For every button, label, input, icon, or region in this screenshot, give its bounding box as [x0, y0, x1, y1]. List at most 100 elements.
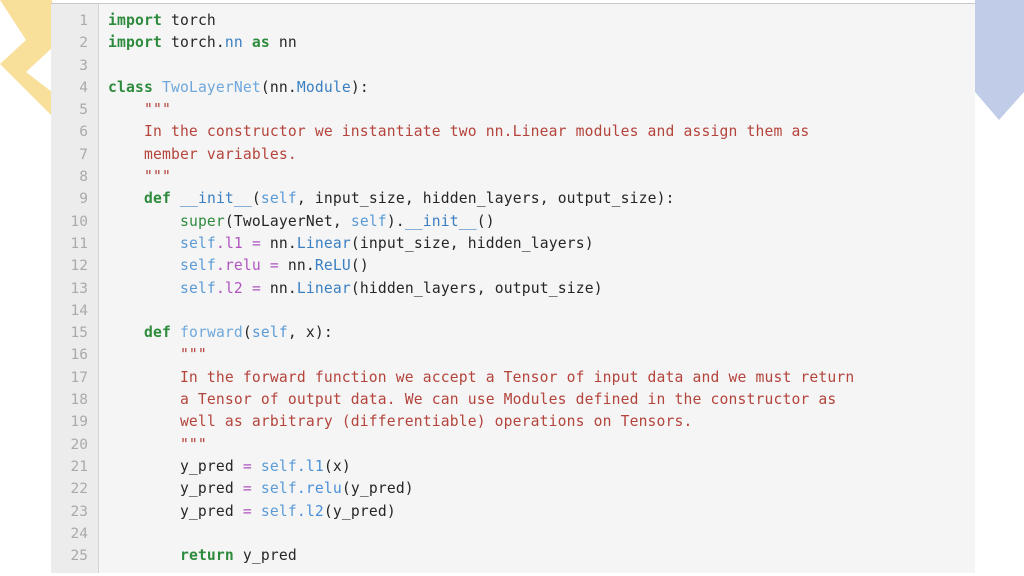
line-number: 6	[79, 124, 88, 141]
code-token-plain	[108, 324, 144, 341]
code-token-kw: def	[143, 190, 171, 208]
code-token-attr: .	[215, 279, 225, 297]
code-token-plain: ()	[350, 257, 369, 275]
code-token-plain: (input_size, hidden_layers)	[350, 234, 594, 252]
code-token-plain	[243, 280, 252, 297]
line-number: 2	[79, 35, 88, 52]
code-token-plain: nn	[269, 34, 297, 52]
code-line: self.l1 = nn.Linear(input_size, hidden_l…	[108, 233, 975, 255]
code-token-plain	[108, 280, 180, 297]
code-line: y_pred = self.relu(y_pred)	[108, 478, 975, 500]
code-token-attr: .	[215, 257, 225, 275]
code-line: """	[108, 434, 975, 456]
line-number: 24	[70, 525, 88, 542]
line-number: 12	[70, 258, 88, 275]
code-token-op: =	[242, 480, 252, 498]
code-token-plain: (x)	[323, 457, 351, 475]
code-token-op: =	[251, 279, 261, 297]
code-token-plain: (	[251, 190, 261, 208]
code-token-type: ReLU	[314, 257, 351, 275]
code-token-plain	[108, 235, 180, 252]
code-token-plain: y_pred	[233, 547, 297, 565]
code-token-dunder: __init__	[179, 190, 252, 208]
code-line: def __init__(self, input_size, hidden_la…	[108, 188, 975, 210]
line-number: 10	[70, 213, 88, 230]
code-token-plain: (	[242, 324, 252, 342]
code-token-str: """	[108, 435, 207, 453]
yellow-chevron-icon	[0, 0, 52, 116]
code-line	[108, 300, 975, 322]
code-token-type: Module	[296, 78, 351, 96]
code-token-plain: (nn.	[260, 78, 297, 96]
code-token-plain: y_pred	[108, 457, 243, 475]
code-token-ns: nn	[224, 34, 243, 52]
code-token-str: """	[108, 168, 171, 186]
code-token-str: """	[108, 101, 171, 119]
code-token-class: forward	[179, 324, 243, 342]
code-line: member variables.	[108, 144, 975, 166]
code-token-meth: .	[296, 457, 306, 475]
line-number: 8	[79, 169, 88, 186]
line-number: 23	[70, 503, 88, 520]
code-token-plain: nn.	[278, 257, 315, 275]
code-token-plain: nn.	[260, 279, 297, 297]
code-token-meth: .	[296, 480, 306, 498]
code-token-plain: ).	[386, 212, 405, 230]
code-token-self: self	[179, 279, 216, 297]
code-line	[108, 55, 975, 77]
code-token-kw: import	[108, 34, 162, 52]
code-token-op: =	[251, 234, 261, 252]
code-token-plain	[108, 257, 180, 274]
code-token-self: self	[260, 190, 297, 208]
code-token-plain: torch	[161, 12, 216, 29]
code-token-self: self	[179, 257, 216, 275]
code-token-plain	[153, 79, 162, 96]
code-token-builtin: super	[179, 212, 225, 230]
code-line: class TwoLayerNet(nn.Module):	[108, 77, 975, 99]
code-token-plain	[108, 213, 180, 230]
line-number: 7	[79, 146, 88, 163]
code-token-self: self	[350, 212, 387, 230]
code-token-op: =	[242, 502, 252, 520]
code-line: return y_pred	[108, 545, 975, 567]
code-line: well as arbitrary (differentiable) opera…	[108, 411, 975, 433]
line-number: 5	[79, 102, 88, 119]
code-token-kw: def	[143, 324, 171, 342]
line-number: 25	[70, 548, 88, 565]
code-line: """	[108, 99, 975, 121]
code-token-plain	[108, 547, 180, 564]
code-token-meth: .	[296, 502, 306, 520]
code-token-str: a Tensor of output data. We can use Modu…	[108, 391, 837, 409]
code-token-dunder: __init__	[404, 212, 477, 230]
code-token-plain: (TwoLayerNet,	[224, 212, 351, 230]
line-number: 20	[70, 436, 88, 453]
code-token-plain	[243, 34, 252, 51]
code-token-plain: ):	[350, 78, 369, 96]
code-token-op: =	[269, 257, 279, 275]
code-token-class: TwoLayerNet	[161, 78, 261, 96]
code-line: In the forward function we accept a Tens…	[108, 367, 975, 389]
code-token-type: Linear	[296, 234, 351, 252]
line-number: 15	[70, 325, 88, 342]
code-token-self: self	[260, 480, 297, 498]
code-token-attr: .	[215, 234, 225, 252]
line-number: 11	[70, 235, 88, 252]
line-number: 3	[79, 57, 88, 74]
code-token-attr: relu	[224, 257, 261, 275]
code-token-op: =	[242, 457, 252, 475]
code-token-plain	[252, 503, 261, 520]
code-token-plain	[108, 190, 144, 207]
code-token-kw: as	[251, 34, 270, 52]
line-number: 16	[70, 347, 88, 364]
line-number: 14	[70, 302, 88, 319]
code-token-plain: nn.	[260, 234, 297, 252]
code-line: self.l2 = nn.Linear(hidden_layers, outpu…	[108, 278, 975, 300]
code-token-str: """	[108, 346, 207, 364]
code-line: """	[108, 166, 975, 188]
code-token-str: In the forward function we accept a Tens…	[108, 368, 855, 386]
code-token-meth: l1	[305, 457, 324, 475]
code-token-plain: (y_pred)	[323, 502, 396, 520]
